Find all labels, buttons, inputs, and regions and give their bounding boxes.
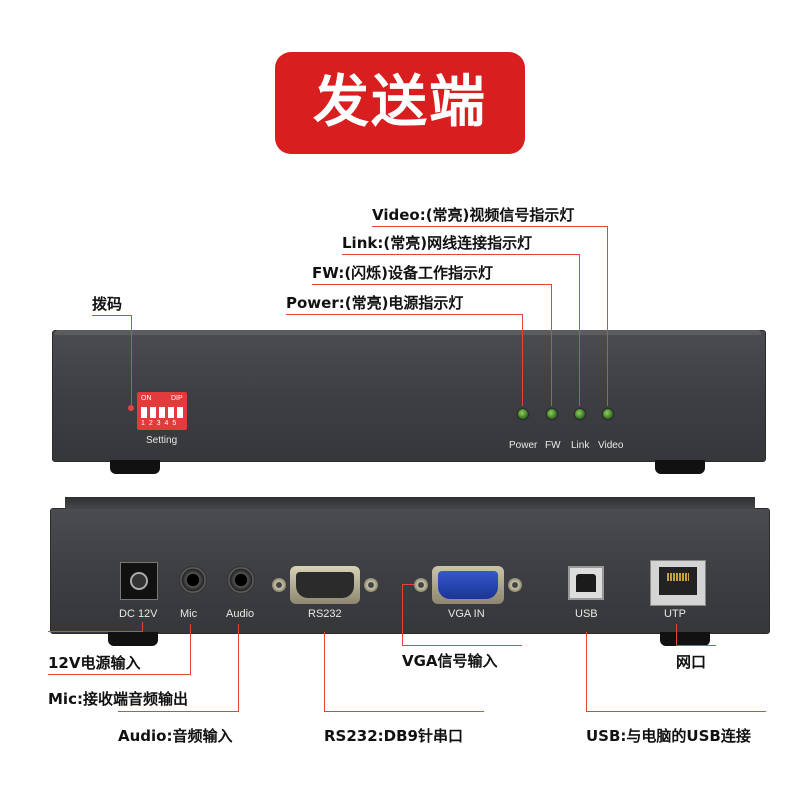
mic-port-label: Mic <box>180 608 198 620</box>
power-led-label: Power <box>509 440 538 451</box>
video-led-label: Video <box>598 440 624 451</box>
dip-switch[interactable]: ON DIP 1 2 3 4 5 <box>137 392 187 430</box>
callout-line <box>118 711 239 712</box>
callout-line <box>342 254 580 255</box>
callout-vga: VGA信号输入 <box>402 652 498 670</box>
callout-line <box>286 314 523 315</box>
audio-port-label: Audio <box>226 608 255 620</box>
callout-line <box>607 226 608 406</box>
callout-link: Link:(常亮)网线连接指示灯 <box>342 234 533 252</box>
utp-port-contacts <box>667 573 689 581</box>
front-panel-top-edge <box>55 330 761 335</box>
link-led <box>575 409 585 419</box>
callout-rs232: RS232:DB9针串口 <box>324 727 463 745</box>
usb-port-label: USB <box>575 608 598 620</box>
dc-jack-center <box>130 572 148 590</box>
callout-audio: Audio:音频输入 <box>118 727 233 745</box>
callout-line <box>402 584 414 585</box>
callout-usb: USB:与电脑的USB连接 <box>586 727 751 745</box>
utp-port[interactable] <box>650 560 706 606</box>
dip-toggle-1[interactable] <box>141 407 147 418</box>
callout-dc: 12V电源输入 <box>48 654 141 672</box>
rs232-port[interactable] <box>290 566 360 604</box>
callout-mic: Mic:接收端音频输出 <box>48 690 188 708</box>
callout-video: Video:(常亮)视频信号指示灯 <box>372 206 575 224</box>
rear-foot-right <box>660 632 710 646</box>
mic-jack[interactable] <box>179 566 207 594</box>
callout-line <box>676 645 716 646</box>
power-led <box>518 409 528 419</box>
dip-setting-label: Setting <box>146 435 178 446</box>
callout-line <box>551 284 552 406</box>
page-title-badge: 发送端 <box>275 52 525 154</box>
usb-port-socket <box>576 574 596 592</box>
dc-port-label: DC 12V <box>119 608 158 620</box>
rear-panel-top-edge <box>65 497 755 509</box>
front-foot-right <box>655 460 705 474</box>
callout-line <box>579 254 580 406</box>
vga-pins <box>438 571 498 599</box>
callout-line <box>142 622 143 632</box>
dip-on-label: ON <box>141 395 152 402</box>
dip-numbers: 1 2 3 4 5 <box>141 420 178 427</box>
callout-line <box>92 315 132 316</box>
dip-toggle-4[interactable] <box>168 407 174 418</box>
callout-dip: 拨码 <box>92 295 123 313</box>
vga-screw-right <box>508 578 522 592</box>
rs232-screw-right <box>364 578 378 592</box>
vga-port-label: VGA IN <box>448 608 485 620</box>
vga-screw-left <box>414 578 428 592</box>
callout-line <box>402 645 522 646</box>
callout-line <box>312 284 552 285</box>
callout-line <box>324 711 484 712</box>
callout-line <box>522 314 523 406</box>
fw-led-label: FW <box>545 440 561 451</box>
rs232-pins <box>296 572 354 598</box>
callout-line <box>324 632 325 712</box>
audio-jack[interactable] <box>227 566 255 594</box>
callout-line <box>190 624 191 675</box>
dip-toggle-2[interactable] <box>150 407 156 418</box>
link-led-label: Link <box>571 440 590 451</box>
rs232-port-label: RS232 <box>308 608 342 620</box>
front-foot-left <box>110 460 160 474</box>
rs232-screw-left <box>272 578 286 592</box>
dip-callout-dot <box>128 405 134 411</box>
callout-line <box>372 226 608 227</box>
callout-line <box>402 584 403 646</box>
callout-line <box>586 711 766 712</box>
video-led <box>603 409 613 419</box>
callout-line <box>131 315 132 407</box>
callout-line <box>676 624 677 646</box>
callout-line <box>586 632 587 712</box>
dip-dip-label: DIP <box>171 395 183 402</box>
utp-port-label: UTP <box>664 608 686 620</box>
callout-line <box>48 631 143 632</box>
utp-port-socket <box>659 567 697 595</box>
callout-utp: 网口 <box>676 653 707 671</box>
callout-line <box>48 674 191 675</box>
callout-power: Power:(常亮)电源指示灯 <box>286 294 464 312</box>
rear-foot-left <box>108 632 158 646</box>
usb-port[interactable] <box>568 566 604 600</box>
dc-power-jack[interactable] <box>120 562 158 600</box>
dip-toggle-3[interactable] <box>159 407 165 418</box>
dip-toggle-5[interactable] <box>177 407 183 418</box>
callout-line <box>238 624 239 712</box>
fw-led <box>547 409 557 419</box>
callout-fw: FW:(闪烁)设备工作指示灯 <box>312 264 494 282</box>
vga-port[interactable] <box>432 566 504 604</box>
